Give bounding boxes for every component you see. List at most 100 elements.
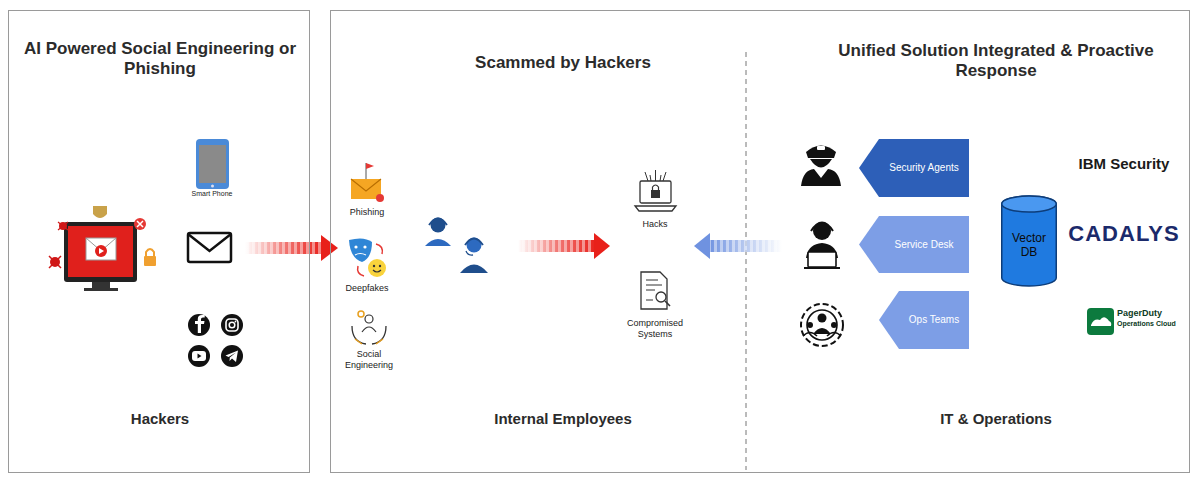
hacker-monitor-icon-part bbox=[92, 282, 110, 288]
pagerduty-logo bbox=[1087, 308, 1114, 335]
group-panel: Security AgentsService DeskOps TeamsVect… bbox=[330, 10, 1190, 473]
email-icon-part bbox=[188, 234, 231, 251]
ops-team-icon-part bbox=[803, 333, 841, 337]
hacker-monitor-icon-part bbox=[134, 218, 146, 230]
pagerduty-logo-part bbox=[1091, 317, 1111, 326]
phishing-icon-part bbox=[376, 194, 384, 202]
hacker-monitor-icon-part bbox=[95, 245, 107, 257]
vendor-logo-text: PagerDuty bbox=[1117, 308, 1197, 319]
phishing-icon bbox=[351, 163, 384, 202]
hacker-monitor-icon-part bbox=[144, 256, 156, 266]
ops-team-icon-part bbox=[818, 314, 827, 323]
social-engineering-icon-part bbox=[352, 326, 386, 344]
social-media-icons-part bbox=[188, 345, 210, 367]
hacker-monitor-icon-part bbox=[86, 238, 116, 260]
deepfake-icon-part bbox=[363, 245, 366, 248]
attack-arrow-part bbox=[594, 233, 610, 259]
arrow-box-fill bbox=[879, 291, 969, 349]
social-media-icons-part bbox=[226, 351, 239, 363]
hacker-monitor-icon-part bbox=[84, 288, 118, 291]
hacker-monitor-icon-part bbox=[93, 206, 107, 218]
vendor-logo-text: Operations Cloud bbox=[1117, 320, 1197, 328]
group-panel: AI Powered Social Engineering or Phishin… bbox=[8, 10, 310, 473]
hacker-monitor-icon-part bbox=[68, 226, 133, 277]
pagerduty-logo-part bbox=[1087, 308, 1114, 335]
phishing-icon-part bbox=[366, 163, 374, 169]
smartphone-icon-part bbox=[199, 145, 226, 183]
arrow-box-fill bbox=[859, 216, 969, 273]
response-arrow-part bbox=[708, 240, 782, 252]
hacker-monitor-icon-part bbox=[64, 222, 137, 282]
attack-arrow-part bbox=[245, 242, 323, 254]
employee-icons-part bbox=[425, 239, 451, 246]
attack-arrow-part bbox=[518, 240, 596, 252]
hacker-monitor-icon-part bbox=[59, 222, 67, 230]
email-icon bbox=[188, 233, 231, 262]
hacked-laptop-icon-part bbox=[653, 185, 659, 190]
service-desk-icon bbox=[804, 222, 840, 268]
team-arrow-box: Security Agents bbox=[859, 139, 969, 197]
social-engineering-icon bbox=[352, 311, 386, 344]
security-agent-icon bbox=[801, 146, 841, 187]
compromised-document-icon bbox=[641, 272, 670, 309]
social-engineering-icon-part bbox=[362, 327, 376, 332]
team-arrow-box: Service Desk bbox=[859, 216, 969, 273]
service-desk-icon-part bbox=[808, 252, 836, 267]
deepfake-icon-part bbox=[349, 238, 372, 262]
security-agent-icon-part bbox=[801, 169, 841, 186]
ops-team-icon-part bbox=[807, 310, 837, 340]
social-media-icons-part bbox=[195, 315, 205, 333]
team-label: Security Agents bbox=[889, 162, 958, 174]
employee-icons bbox=[425, 218, 488, 274]
social-engineering-icon-part bbox=[365, 315, 373, 323]
deepfake-icon bbox=[349, 238, 386, 277]
social-media-icons-part bbox=[198, 354, 202, 359]
social-media-icons-part bbox=[221, 314, 243, 336]
social-media-icons-part bbox=[229, 322, 235, 328]
ops-team-icon-part bbox=[813, 328, 831, 334]
arrow-box-fill bbox=[859, 139, 969, 197]
deepfake-icon-part bbox=[373, 265, 375, 267]
cylinder-body bbox=[1002, 196, 1057, 286]
database-cylinder: Vector DB bbox=[1001, 196, 1057, 286]
response-arrow-part bbox=[694, 233, 710, 259]
deepfake-icon-part bbox=[368, 259, 386, 277]
deepfake-icon-part bbox=[373, 270, 381, 272]
service-desk-icon-part bbox=[811, 223, 833, 232]
social-media-icons-part bbox=[235, 321, 237, 323]
employee-icons-part bbox=[460, 265, 488, 274]
phishing-icon-part bbox=[351, 179, 381, 199]
panel-footer: Hackers bbox=[60, 410, 260, 428]
database-label: Vector DB bbox=[1005, 231, 1053, 260]
smartphone-icon-part bbox=[196, 139, 229, 189]
attack-arrow bbox=[518, 233, 610, 259]
hacker-monitor-icon bbox=[49, 206, 156, 291]
attack-arrow-part bbox=[245, 242, 323, 254]
security-agent-icon-part bbox=[806, 146, 836, 159]
social-media-icons-part bbox=[192, 351, 206, 361]
icon-caption: Phishing bbox=[332, 207, 402, 218]
response-arrow-part bbox=[708, 240, 782, 252]
hacked-laptop-icon-part bbox=[645, 170, 666, 181]
ops-team-icon-part bbox=[807, 322, 813, 328]
service-desk-icon-part bbox=[804, 267, 840, 269]
panel-footer: Internal Employees bbox=[443, 410, 683, 428]
vendor-logo-text: IBM Security bbox=[1059, 155, 1189, 173]
divider-line bbox=[746, 52, 747, 470]
hacked-laptop-icon bbox=[635, 170, 676, 211]
ops-team-icon bbox=[801, 304, 843, 346]
panel-footer: IT & Operations bbox=[876, 410, 1116, 428]
security-agent-icon-part bbox=[817, 146, 825, 150]
email-icon-part bbox=[188, 233, 231, 262]
compromised-document-icon-part bbox=[665, 301, 670, 306]
social-media-icons bbox=[188, 314, 243, 367]
response-arrow bbox=[694, 233, 782, 259]
hacker-monitor-icon-part bbox=[99, 248, 104, 254]
social-media-icons-part bbox=[226, 319, 238, 331]
smartphone-icon bbox=[196, 139, 229, 189]
icon-caption: Hacks bbox=[620, 219, 690, 230]
social-media-icons-part bbox=[221, 345, 243, 367]
employee-icons-part bbox=[429, 219, 447, 226]
attack-arrow bbox=[245, 235, 338, 261]
